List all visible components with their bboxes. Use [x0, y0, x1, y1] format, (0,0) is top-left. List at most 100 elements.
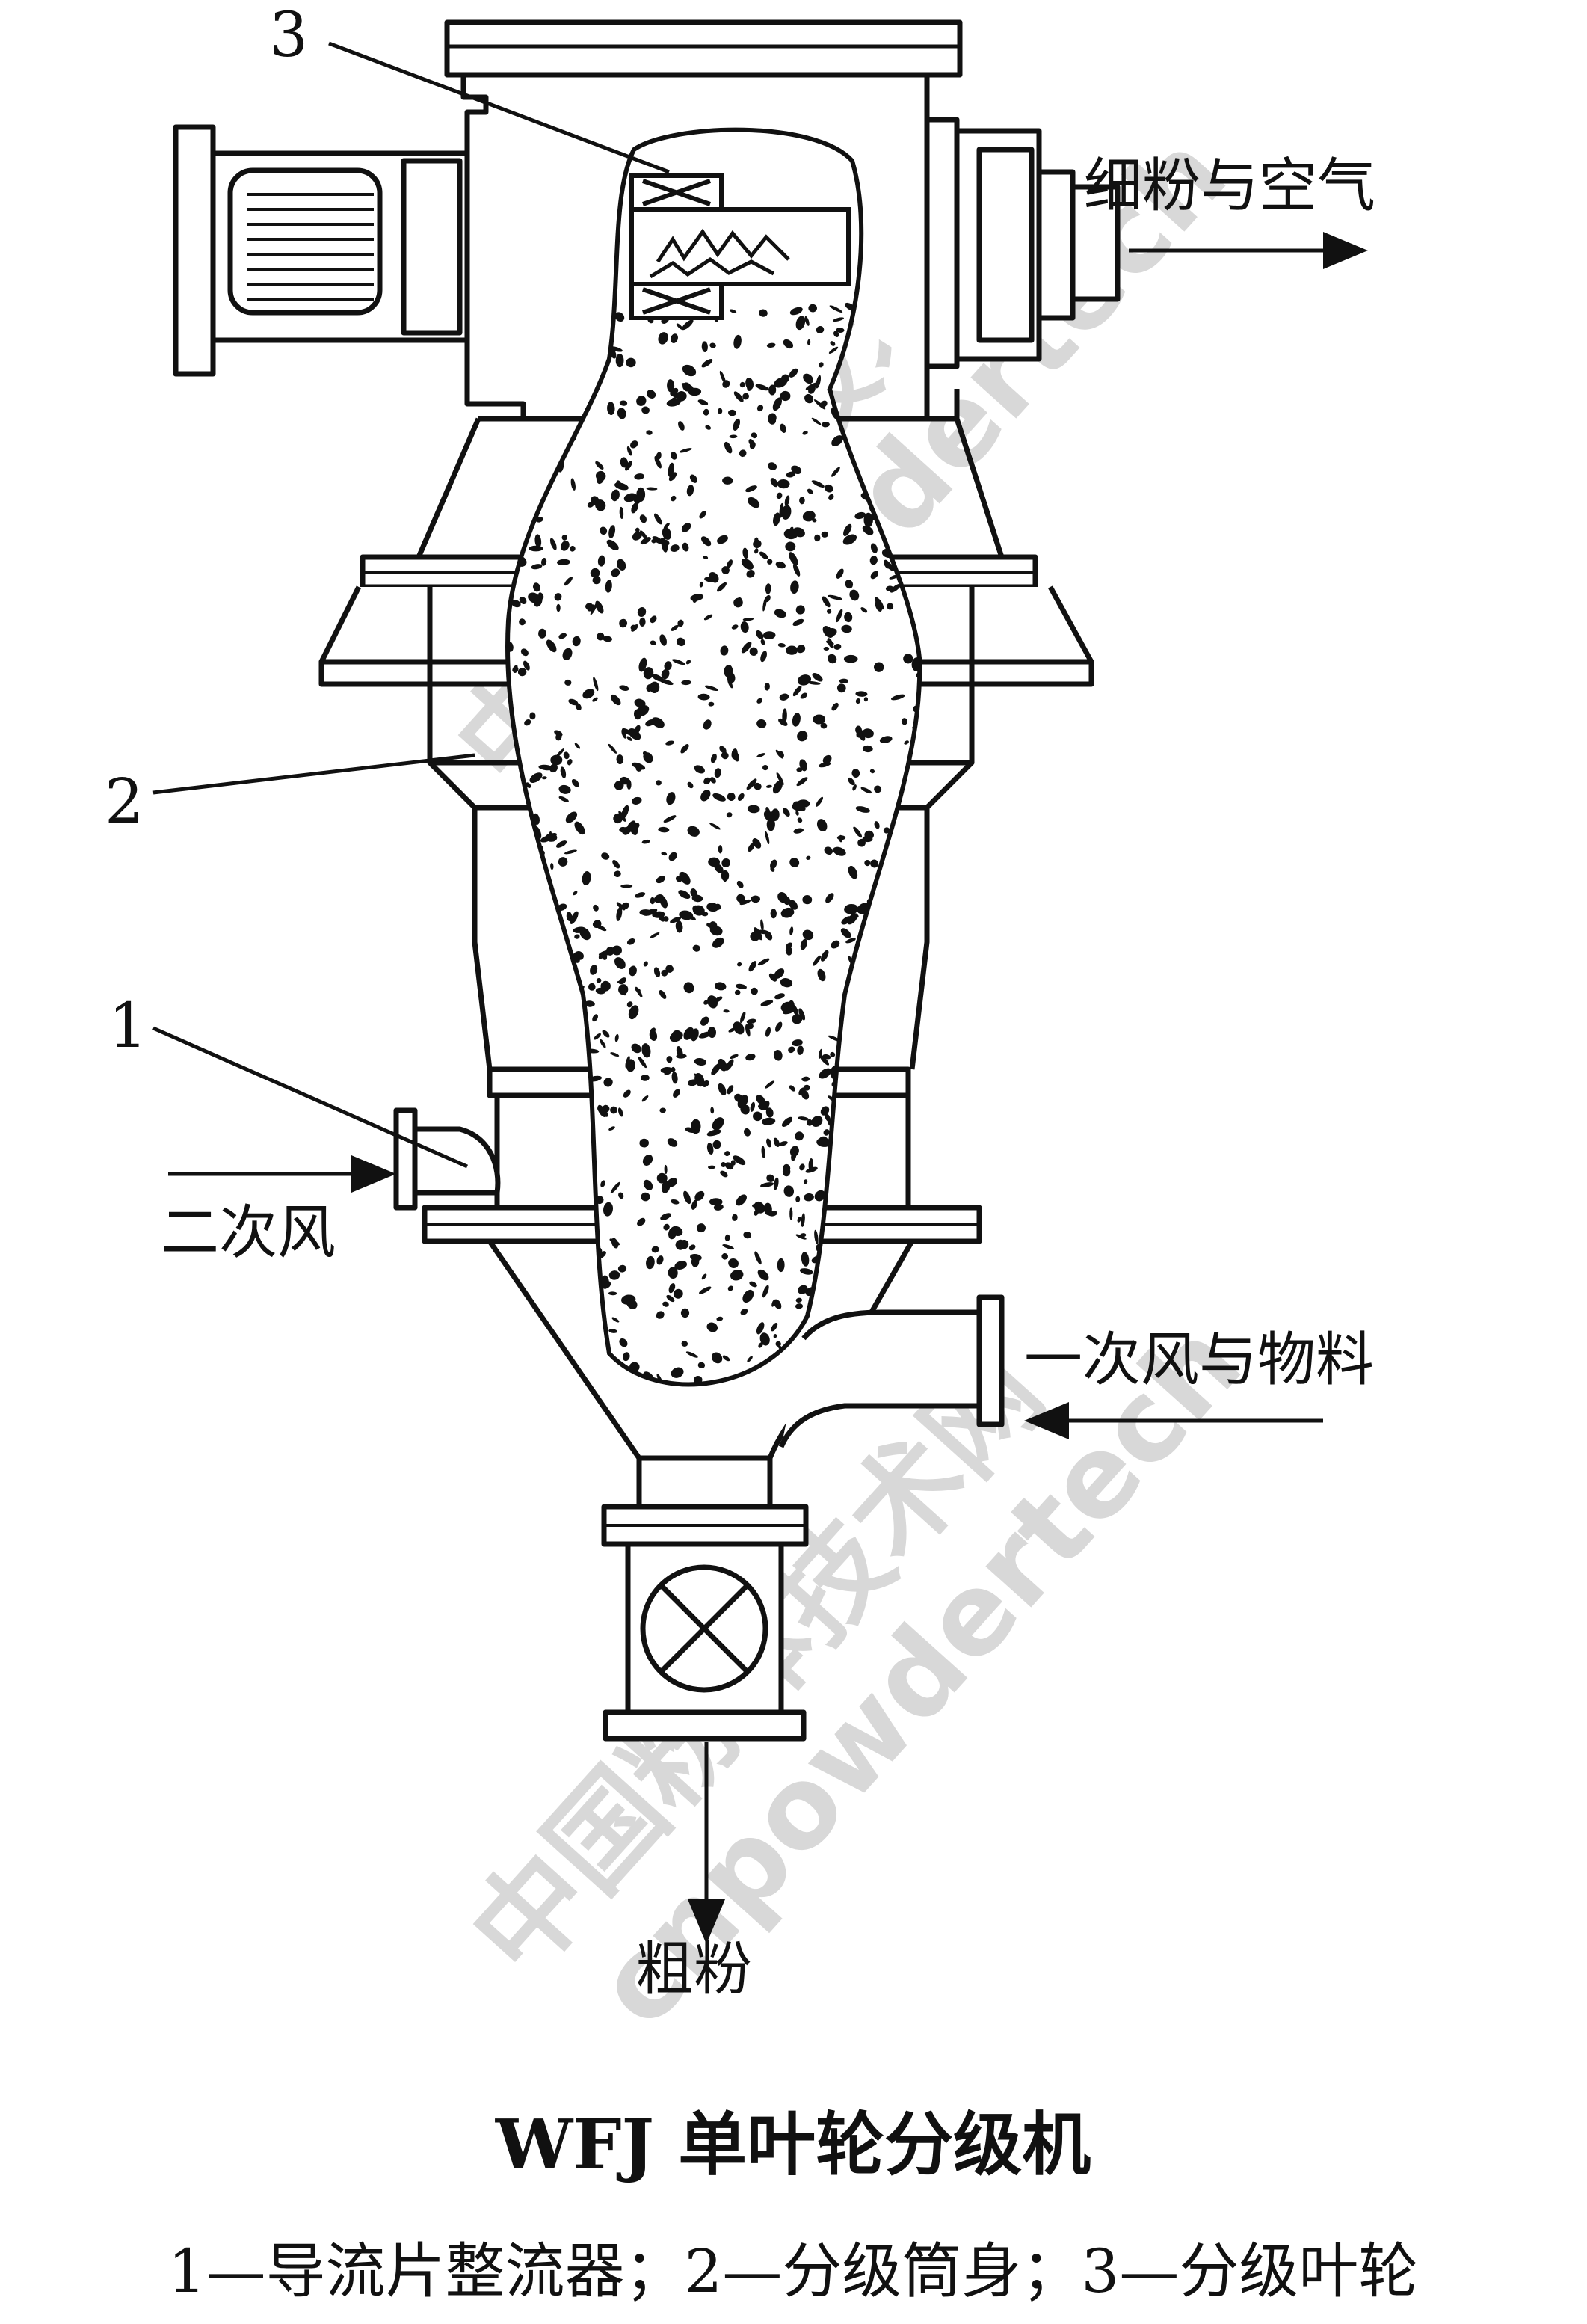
particle-speckle — [558, 784, 571, 794]
particle-speckle — [626, 1059, 635, 1072]
particle-speckle — [507, 964, 510, 969]
particle-speckle — [685, 985, 692, 992]
primary-air-inlet — [778, 1294, 1005, 1448]
particle-speckle — [616, 906, 623, 921]
particle-speckle — [507, 1020, 510, 1026]
particle-speckle — [676, 323, 683, 331]
particle-speckle — [515, 455, 525, 467]
particle-speckle — [779, 751, 784, 757]
particle-speckle — [783, 897, 791, 906]
particle-speckle — [509, 817, 520, 828]
particle-speckle — [709, 926, 723, 936]
particle-speckle — [820, 950, 829, 962]
particle-speckle — [567, 758, 573, 766]
particle-speckle — [843, 654, 858, 663]
particle-speckle — [626, 357, 636, 368]
particle-speckle — [772, 1385, 783, 1394]
part-label-1: 1 — [108, 991, 147, 1062]
particle-speckle — [600, 1180, 605, 1187]
particle-speckle — [626, 820, 636, 833]
particle-speckle — [679, 448, 692, 453]
particle-speckle — [737, 962, 742, 967]
particle-speckle — [722, 1244, 734, 1250]
particle-speckle — [783, 1185, 795, 1197]
particle-speckle — [793, 828, 804, 834]
particle-speckle — [706, 1322, 718, 1332]
particle-speckle — [591, 357, 600, 366]
particle-speckle — [617, 408, 626, 419]
particle-speckle — [860, 607, 868, 613]
particle-speckle — [534, 534, 542, 548]
particle-speckle — [779, 693, 789, 701]
particle-speckle — [912, 706, 920, 711]
particle-speckle — [556, 603, 561, 612]
particle-speckle — [511, 981, 518, 991]
particle-speckle — [668, 462, 674, 478]
particle-speckle — [529, 928, 543, 936]
particle-speckle — [592, 697, 598, 702]
particle-speckle — [841, 916, 852, 925]
particle-speckle — [629, 1362, 640, 1372]
particle-speckle — [754, 782, 762, 790]
particle-speckle — [804, 316, 810, 326]
particle-speckle — [650, 615, 657, 624]
upper-cone — [416, 417, 1005, 559]
particle-speckle — [780, 390, 791, 402]
particle-speckle — [636, 396, 647, 406]
particle-speckle — [857, 1291, 868, 1299]
particle-speckle — [679, 910, 694, 920]
particle-speckle — [656, 876, 665, 884]
particle-speckle — [913, 1187, 920, 1199]
particle-speckle — [733, 597, 743, 608]
particle-speckle — [907, 983, 913, 993]
particle-speckle — [758, 1342, 763, 1348]
particle-speckle — [507, 492, 514, 503]
particle-speckle — [664, 1396, 675, 1406]
particle-speckle — [553, 333, 564, 343]
particle-speckle — [751, 1402, 763, 1414]
particle-speckle — [691, 1199, 697, 1210]
particle-speckle — [828, 494, 834, 501]
particle-speckle — [676, 1054, 687, 1059]
particle-speckle — [508, 526, 515, 541]
particle-speckle — [747, 805, 760, 814]
particle-speckle — [525, 846, 533, 855]
particle-speckle — [638, 1056, 647, 1069]
particle-speckle — [539, 891, 546, 899]
particle-speckle — [671, 1367, 684, 1378]
particle-speckle — [748, 843, 755, 852]
particle-speckle — [567, 1053, 576, 1067]
particle-speckle — [632, 531, 642, 541]
particle-speckle — [803, 373, 813, 384]
particle-speckle — [768, 384, 777, 396]
particle-speckle — [728, 1258, 739, 1269]
particle-speckle — [637, 606, 647, 618]
particle-speckle — [612, 1382, 619, 1385]
particle-speckle — [706, 1143, 714, 1155]
particle-speckle — [719, 370, 726, 384]
particle-speckle — [726, 671, 736, 683]
particle-speckle — [753, 539, 762, 548]
particle-speckle — [646, 487, 658, 491]
particle-speckle — [799, 759, 807, 772]
particle-speckle — [890, 694, 905, 701]
particle-speckle — [552, 343, 557, 357]
particle-speckle — [555, 372, 564, 385]
particle-speckle — [773, 512, 780, 526]
particle-speckle — [602, 1030, 610, 1038]
particle-speckle — [491, 1406, 497, 1416]
particle-speckle — [822, 1054, 831, 1060]
particle-speckle — [813, 714, 826, 725]
particle-speckle — [733, 334, 742, 349]
particle-speckle — [779, 502, 784, 518]
particle-speckle — [611, 945, 623, 956]
particle-speckle — [560, 766, 567, 778]
particle-speckle — [558, 633, 567, 639]
particle-speckle — [647, 390, 656, 399]
particle-speckle — [596, 977, 602, 983]
particle-speckle — [899, 867, 905, 873]
particle-speckle — [496, 1399, 512, 1409]
particle-speckle — [734, 989, 741, 995]
particle-speckle — [928, 1058, 939, 1070]
particle-speckle — [550, 863, 554, 870]
